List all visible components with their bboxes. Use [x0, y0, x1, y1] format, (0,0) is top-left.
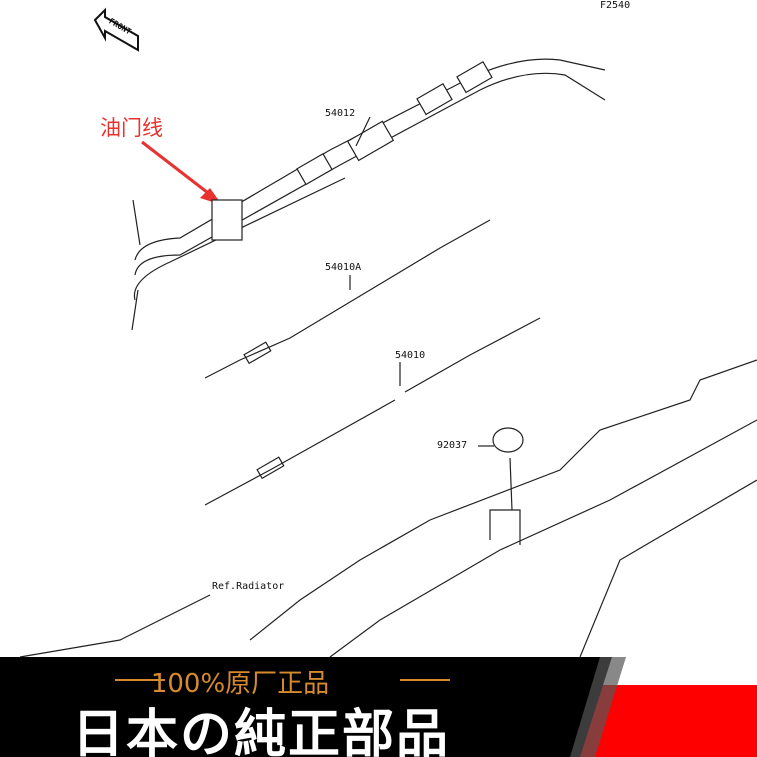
part-label-92037: 92037 [437, 440, 468, 451]
banner-subtitle: 100%原厂正品 [150, 669, 330, 699]
frame-outline [19, 359, 757, 658]
part-label-54010A: 54010A [325, 262, 362, 273]
throttle-cable-assembly [131, 58, 606, 331]
cable-54010A [204, 219, 491, 379]
throttle-cable-annotation: 油门线 [100, 116, 163, 140]
reference-label: Ref.Radiator [212, 581, 285, 592]
annotation-arrow [141, 140, 213, 198]
figure-code: F2540 [600, 0, 631, 11]
front-arrow-icon [93, 7, 139, 52]
banner-background [0, 657, 757, 757]
part-label-54012: 54012 [325, 108, 356, 119]
banner-title: 日本の純正部品 [72, 705, 451, 757]
cable-54010 [204, 317, 541, 506]
clamp-92037 [478, 427, 524, 511]
subtitle-dash-right [400, 679, 450, 681]
part-label-54010: 54010 [395, 350, 426, 361]
subtitle-dash-left [115, 679, 165, 681]
